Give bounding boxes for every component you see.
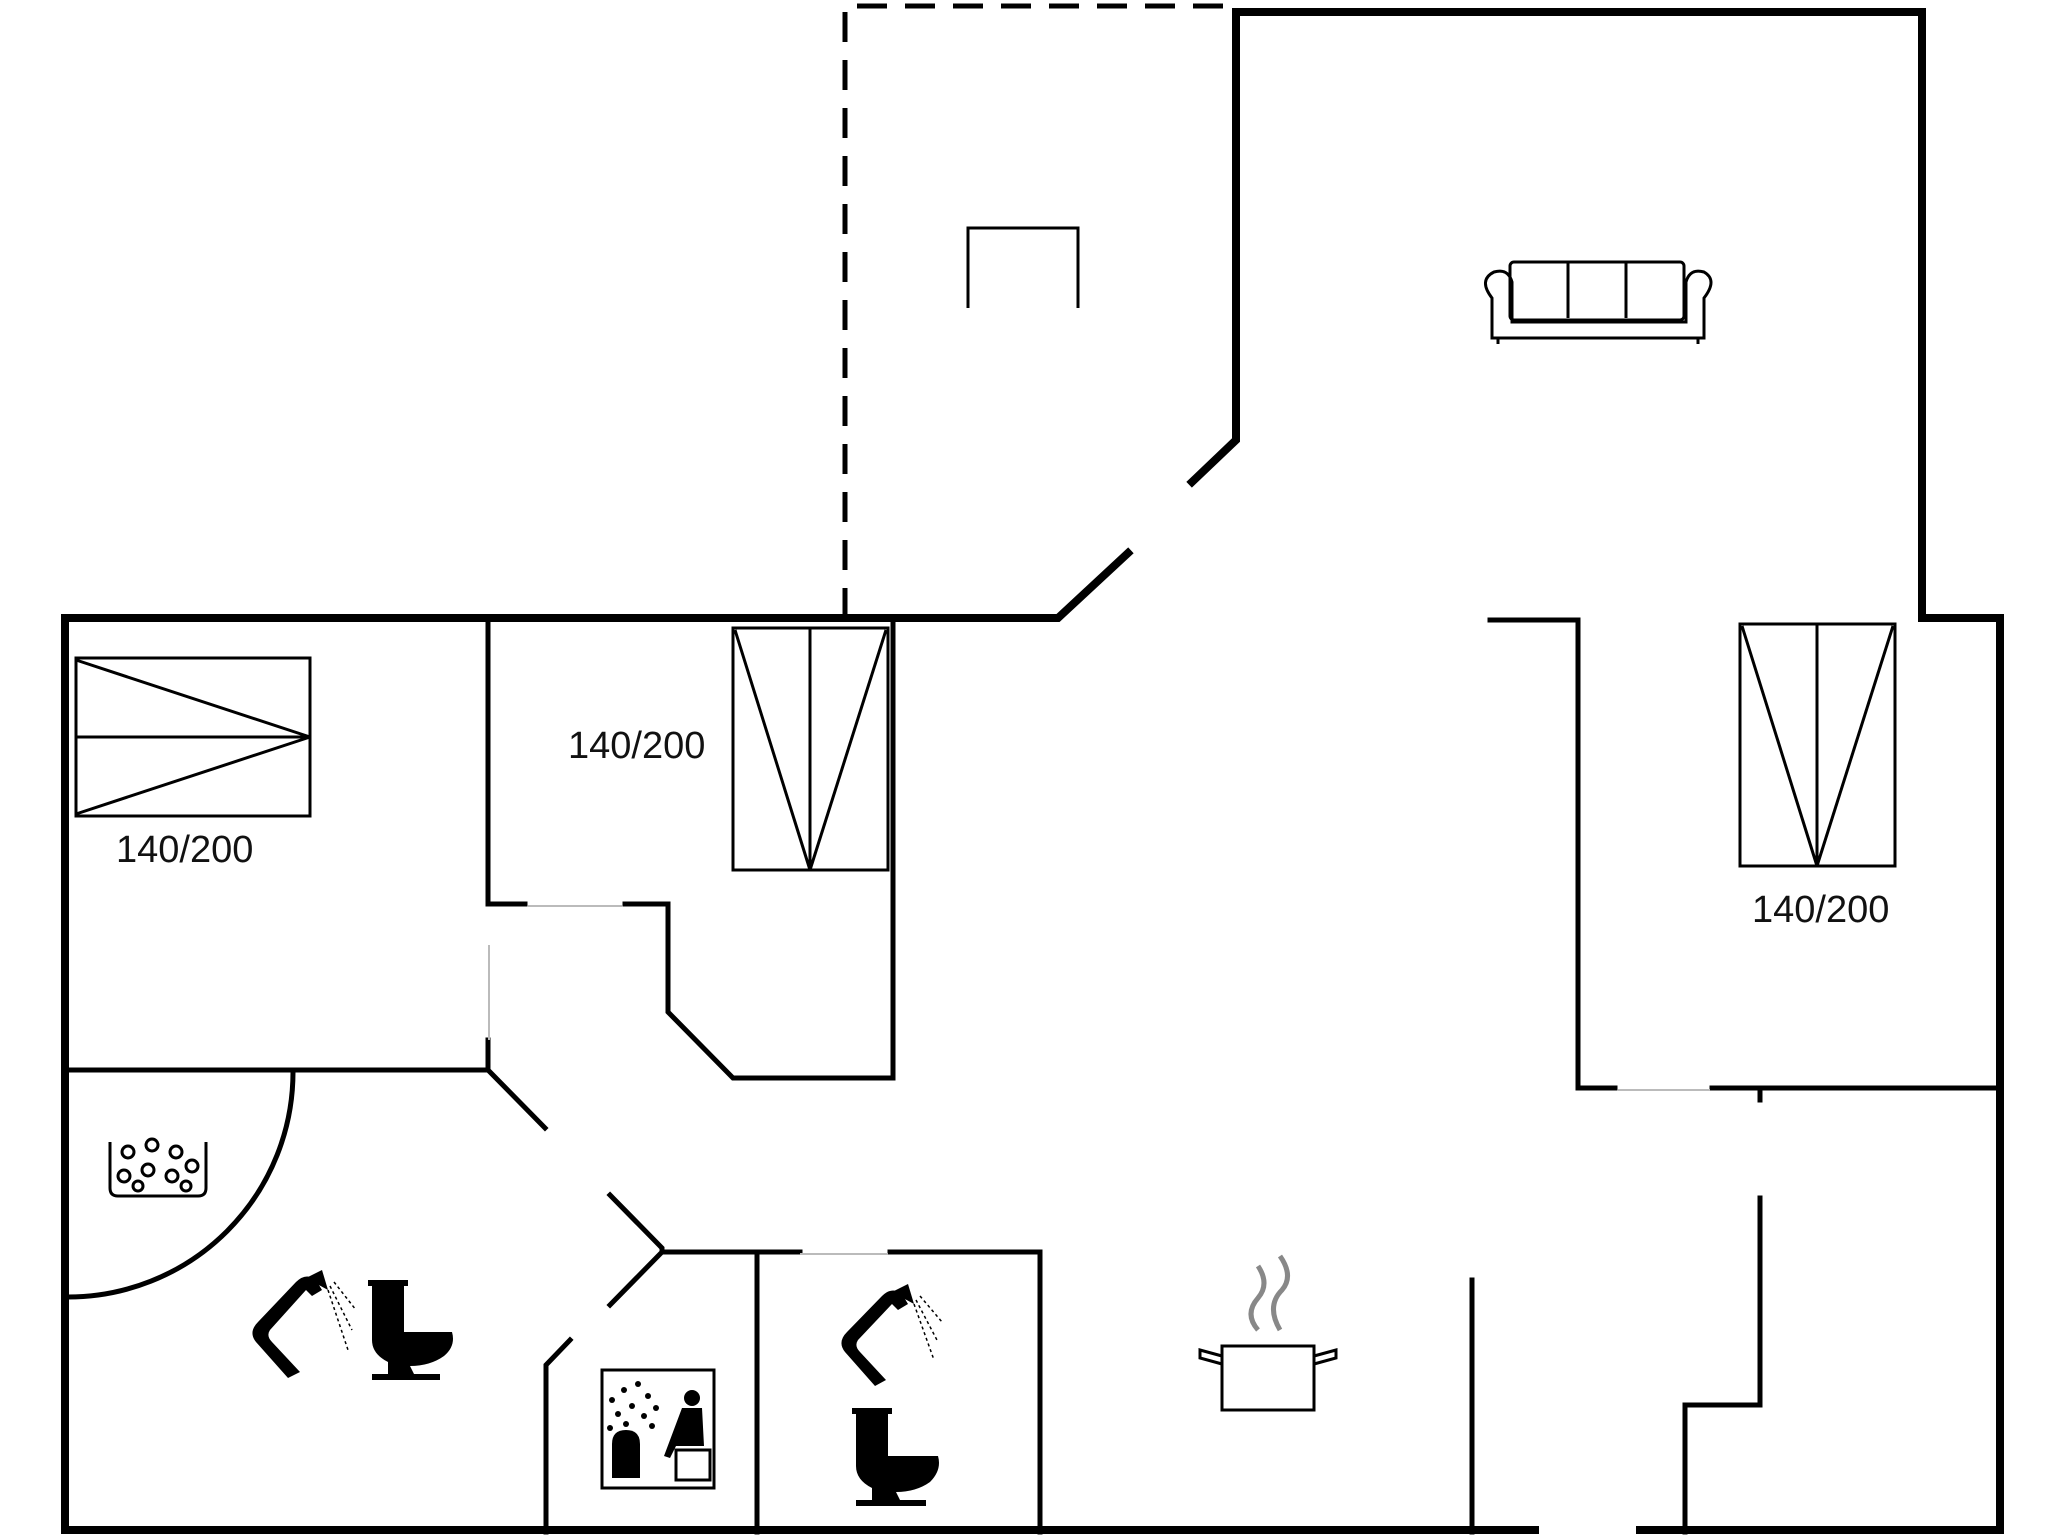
sofa-icon [1484,260,1713,344]
interior-walls [65,617,2003,1535]
bed-1: 140/200 [74,656,312,871]
bed-2-label: 140/200 [568,725,705,767]
terrace-dashed-line [842,3,1236,618]
table-icon [966,226,1080,308]
sauna-icon [600,1368,716,1490]
terrace-outline [842,3,1236,618]
doors [65,905,1710,1300]
wall-utility-west [1682,1195,1763,1535]
wall-north-left-block [61,547,1134,622]
bathtub-icon [108,1137,208,1198]
shower-icon [252,1270,357,1378]
toilet-icon [368,1280,453,1380]
exterior-walls [61,8,2004,1534]
wall-sauna-west [543,1336,574,1535]
wall-hall-diagonal-1 [486,1068,549,1132]
wall-hall-diagonal-2 [606,1191,803,1255]
wall-bedroom2-south [622,901,896,1081]
bed-3: 140/200 [1738,622,1897,931]
bed-2: 140/200 [568,626,890,872]
wall-south-west-block [61,614,1539,1534]
wall-diagonal-north [1186,8,2004,1534]
cooking-pot-icon [1198,1254,1338,1412]
wall-hall-diagonal-3 [606,1248,666,1309]
bed-1-label: 140/200 [116,829,253,871]
shower-icon [841,1284,943,1386]
toilet-icon [852,1408,939,1506]
bed-3-label: 140/200 [1752,889,1889,931]
bathroom1-door-arc [65,1069,296,1300]
